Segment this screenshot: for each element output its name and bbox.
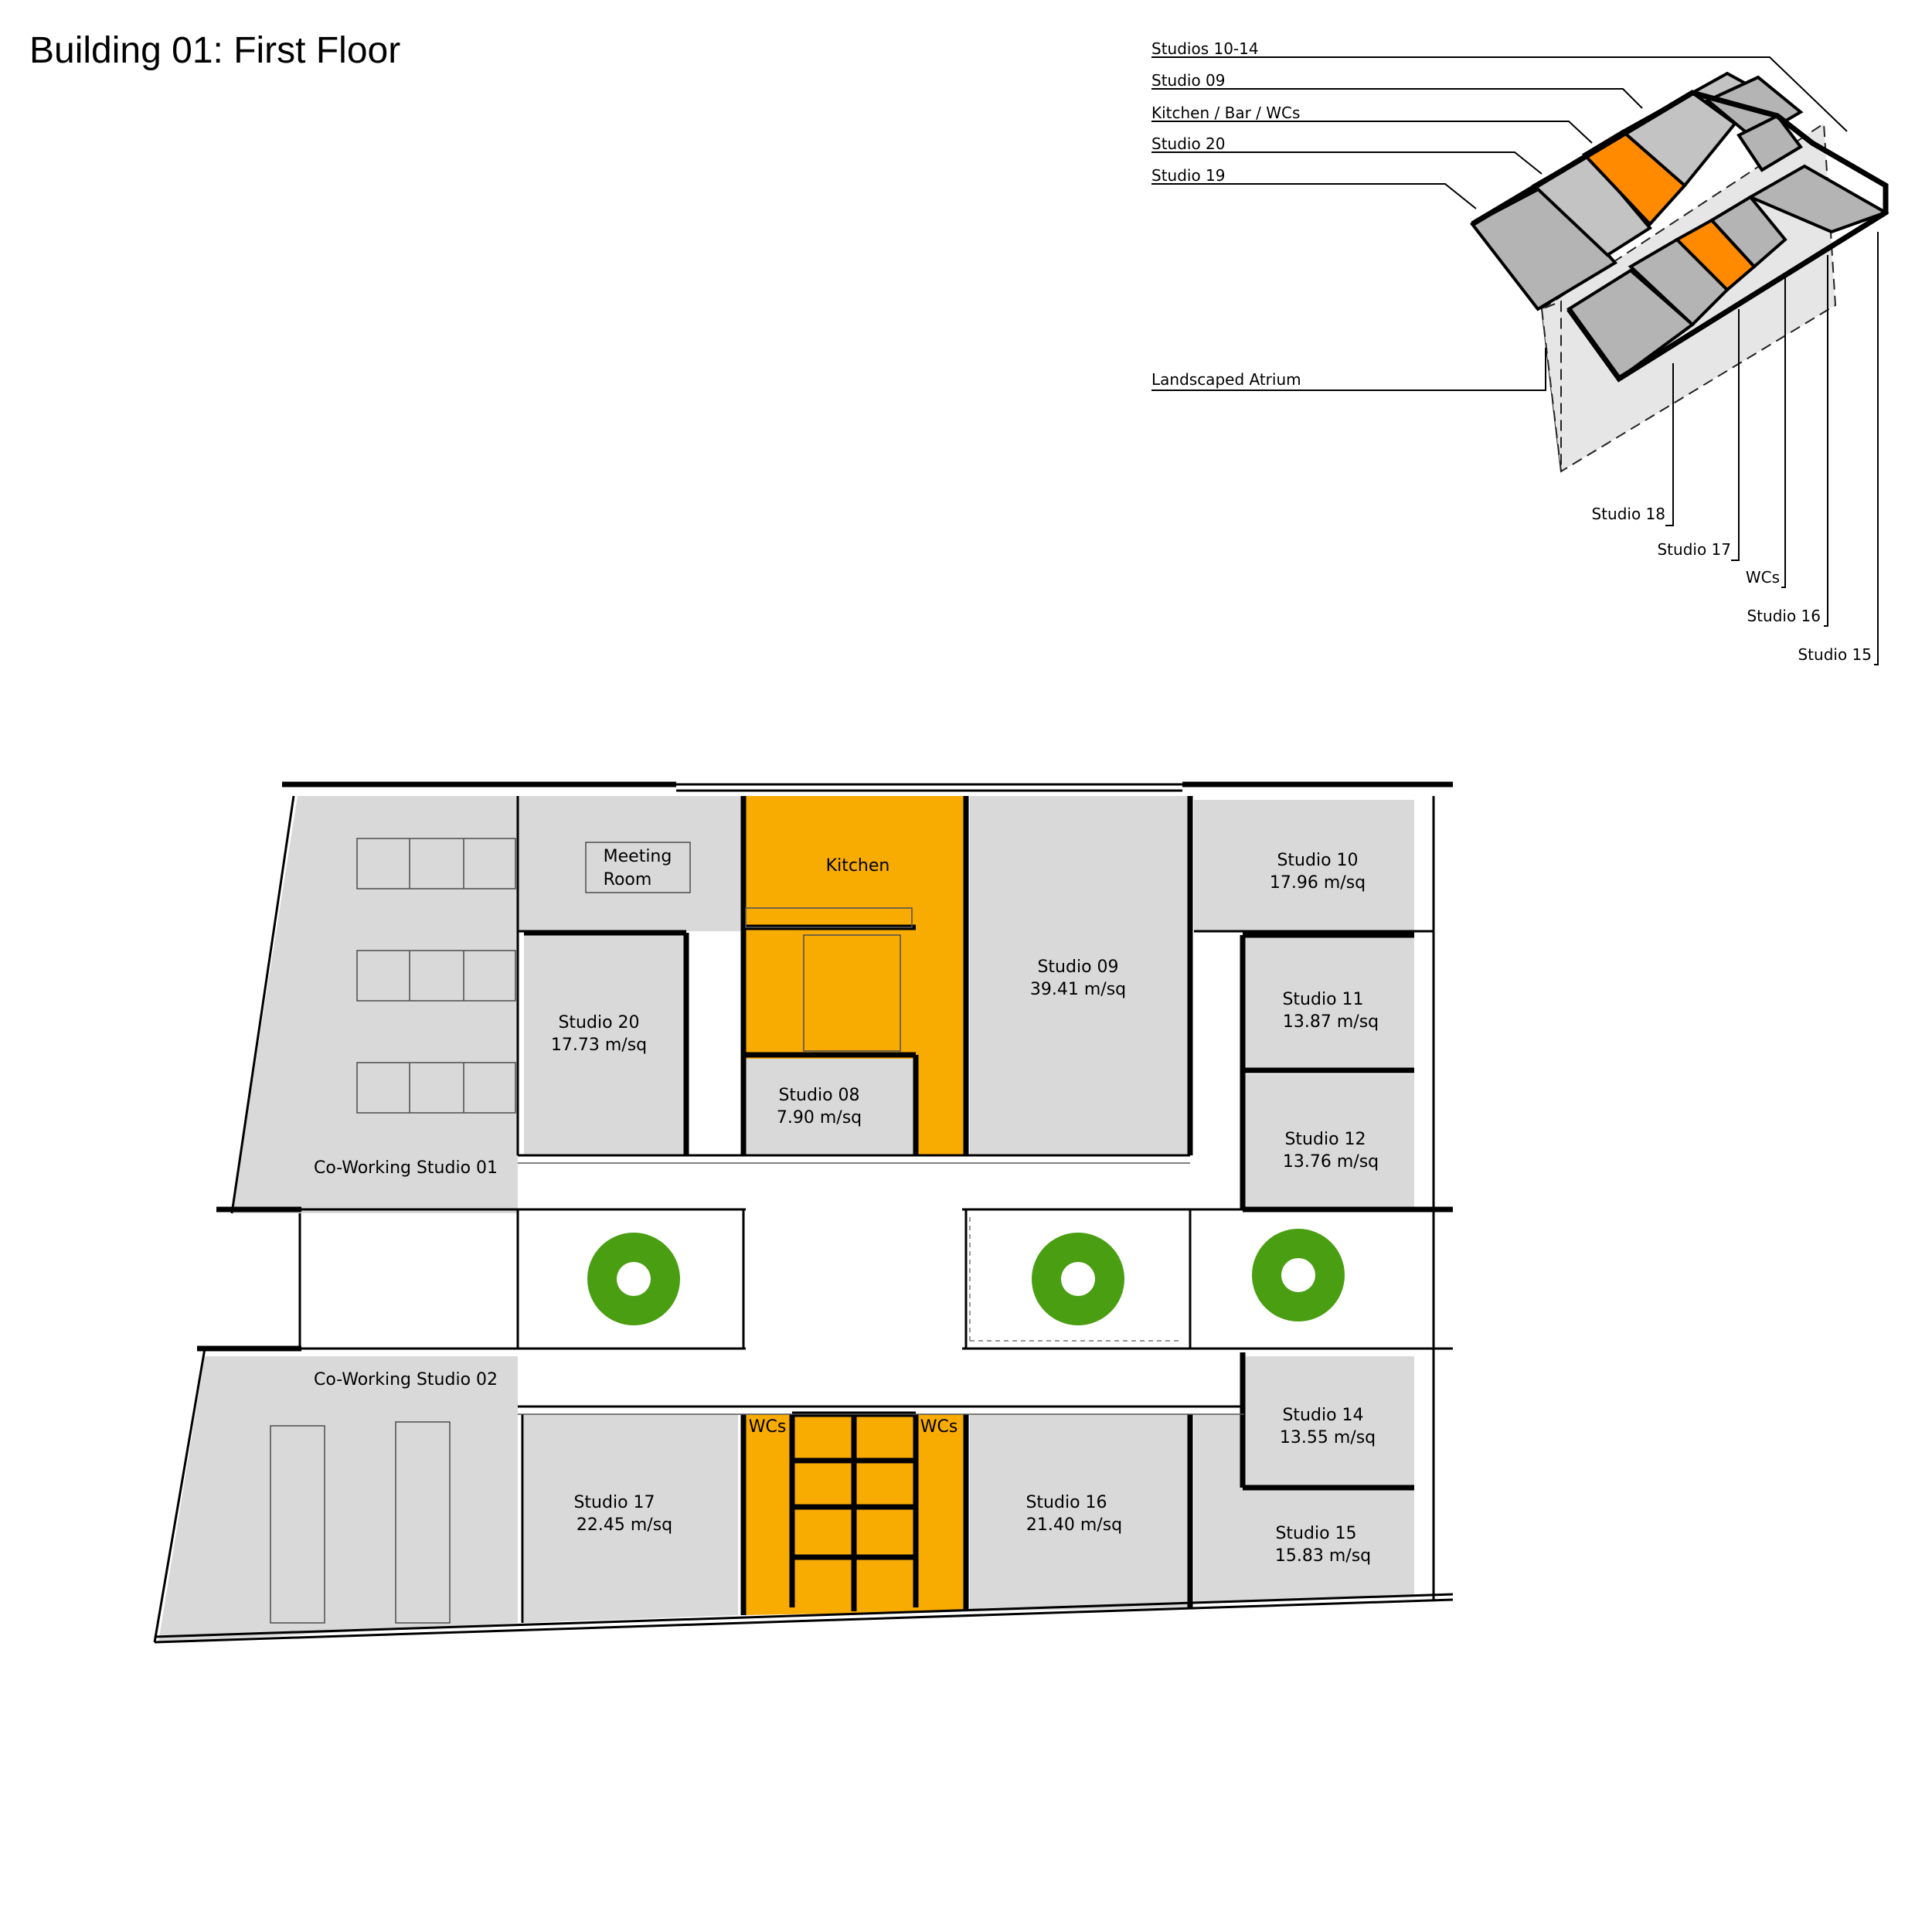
label-studio-08: Studio 08: [778, 1086, 859, 1105]
leader-studio-16: [1824, 255, 1828, 627]
area-studio-09: 39.41 m/sq: [1030, 980, 1126, 999]
label-wcs-right: WCs: [920, 1417, 958, 1437]
label-wcs-left: WCs: [749, 1417, 787, 1437]
desk-cluster: [270, 1425, 325, 1624]
wall-south-2: [154, 1593, 1454, 1638]
room-studio-20: [524, 935, 686, 1155]
wall-west-upper: [230, 795, 295, 1214]
key-label-studio-16: Studio 16: [1747, 607, 1821, 625]
area-studio-12: 13.76 m/sq: [1283, 1152, 1379, 1172]
room-studio-10: [1194, 800, 1414, 931]
area-studio-10: 17.96 m/sq: [1270, 873, 1366, 893]
key-label-studio-15: Studio 15: [1798, 645, 1872, 664]
leader-studio-15: [1874, 232, 1879, 665]
coworking-01-desks: [356, 838, 516, 1114]
desk-cluster: [356, 950, 516, 1002]
area-studio-15: 15.83 m/sq: [1275, 1546, 1371, 1566]
atrium-tree-1: [587, 1233, 680, 1325]
label-studio-20: Studio 20: [558, 1013, 639, 1032]
label-studio-12: Studio 12: [1284, 1130, 1366, 1149]
label-meeting-line2: Room: [604, 870, 652, 889]
room-kitchen: [742, 796, 966, 927]
desk-cluster: [356, 1062, 516, 1114]
room-coworking-01: [232, 796, 518, 1213]
label-studio-16: Studio 16: [1026, 1493, 1107, 1512]
key-label-kitchen-bar-wcs: Kitchen / Bar / WCs: [1151, 104, 1300, 122]
leader-studio-18: [1665, 363, 1674, 526]
leader-studio-20: [1151, 151, 1543, 175]
room-studio-16: [970, 1414, 1190, 1611]
leader-studio-19: [1151, 183, 1477, 209]
room-studio-09: [970, 796, 1190, 1155]
key-label-studio-09: Studio 09: [1151, 71, 1226, 90]
label-coworking-01: Co-Working Studio 01: [314, 1158, 498, 1178]
iso-box-b: [1736, 114, 1803, 172]
area-studio-17: 22.45 m/sq: [577, 1515, 672, 1535]
label-studio-09: Studio 09: [1037, 957, 1118, 977]
key-label-studio-17: Studio 17: [1657, 540, 1731, 559]
meeting-table: [585, 842, 691, 893]
label-kitchen: Kitchen: [826, 856, 890, 876]
atrium-tree-3: [1252, 1229, 1345, 1321]
iso-studio-16: [1709, 195, 1787, 269]
room-studio-12: [1244, 1074, 1414, 1209]
key-label-studio-18: Studio 18: [1591, 505, 1665, 523]
label-meeting-line1: Meeting: [604, 847, 672, 866]
leader-atrium: [1151, 348, 1546, 391]
stair-flight: [803, 934, 901, 1052]
room-studio-08: [746, 1059, 916, 1155]
room-studio-15: [1194, 1414, 1414, 1604]
leader-studios-10-14: [1151, 56, 1848, 132]
iso-atrium-side: [1540, 300, 1562, 472]
wall-west-lower: [153, 1348, 206, 1643]
area-studio-20: 17.73 m/sq: [551, 1036, 647, 1055]
desk-cluster: [356, 838, 516, 889]
wall-south: [154, 1598, 1454, 1644]
label-coworking-02: Co-Working Studio 02: [314, 1370, 498, 1389]
coworking-02-desks: [270, 1421, 451, 1624]
area-studio-08: 7.90 m/sq: [777, 1108, 862, 1128]
label-studio-17: Studio 17: [573, 1493, 655, 1512]
atrium-tree-2: [1032, 1233, 1124, 1325]
leader-studio-09: [1151, 88, 1643, 109]
iso-outline: [1471, 90, 1889, 383]
kitchen-worktop: [745, 907, 913, 928]
label-studio-11: Studio 11: [1282, 990, 1363, 1009]
key-label-studios-10-14: Studios 10-14: [1151, 39, 1259, 58]
key-label-studio-19: Studio 19: [1151, 166, 1226, 185]
area-studio-16: 21.40 m/sq: [1026, 1515, 1122, 1535]
room-studio-11: [1244, 935, 1414, 1070]
room-studio-17: [524, 1414, 738, 1623]
area-studio-14: 13.55 m/sq: [1280, 1428, 1376, 1447]
leader-wcs: [1781, 278, 1786, 588]
room-meeting-area: [518, 796, 742, 931]
area-studio-11: 13.87 m/sq: [1283, 1012, 1379, 1032]
key-label-studio-20: Studio 20: [1151, 134, 1226, 153]
label-studio-10: Studio 10: [1277, 851, 1358, 870]
leader-kitchen: [1151, 121, 1593, 144]
key-label-wcs: WCs: [1746, 568, 1780, 587]
label-studio-15: Studio 15: [1275, 1524, 1356, 1543]
key-label-landscaped-atrium: Landscaped Atrium: [1151, 370, 1301, 389]
label-studio-14: Studio 14: [1282, 1406, 1363, 1425]
room-coworking-02: [158, 1356, 518, 1642]
leader-studio-17: [1731, 309, 1740, 561]
desk-cluster: [395, 1421, 451, 1624]
isometric-key-diagram: Studios 10-14 Studio 09 Kitchen / Bar / …: [1151, 39, 1889, 665]
floor-plan: Co-Working Studio 01 Co-Working Studio 0…: [153, 781, 1454, 1644]
page-title: Building 01: First Floor: [29, 30, 401, 71]
iso-studio-19: [1469, 183, 1618, 311]
